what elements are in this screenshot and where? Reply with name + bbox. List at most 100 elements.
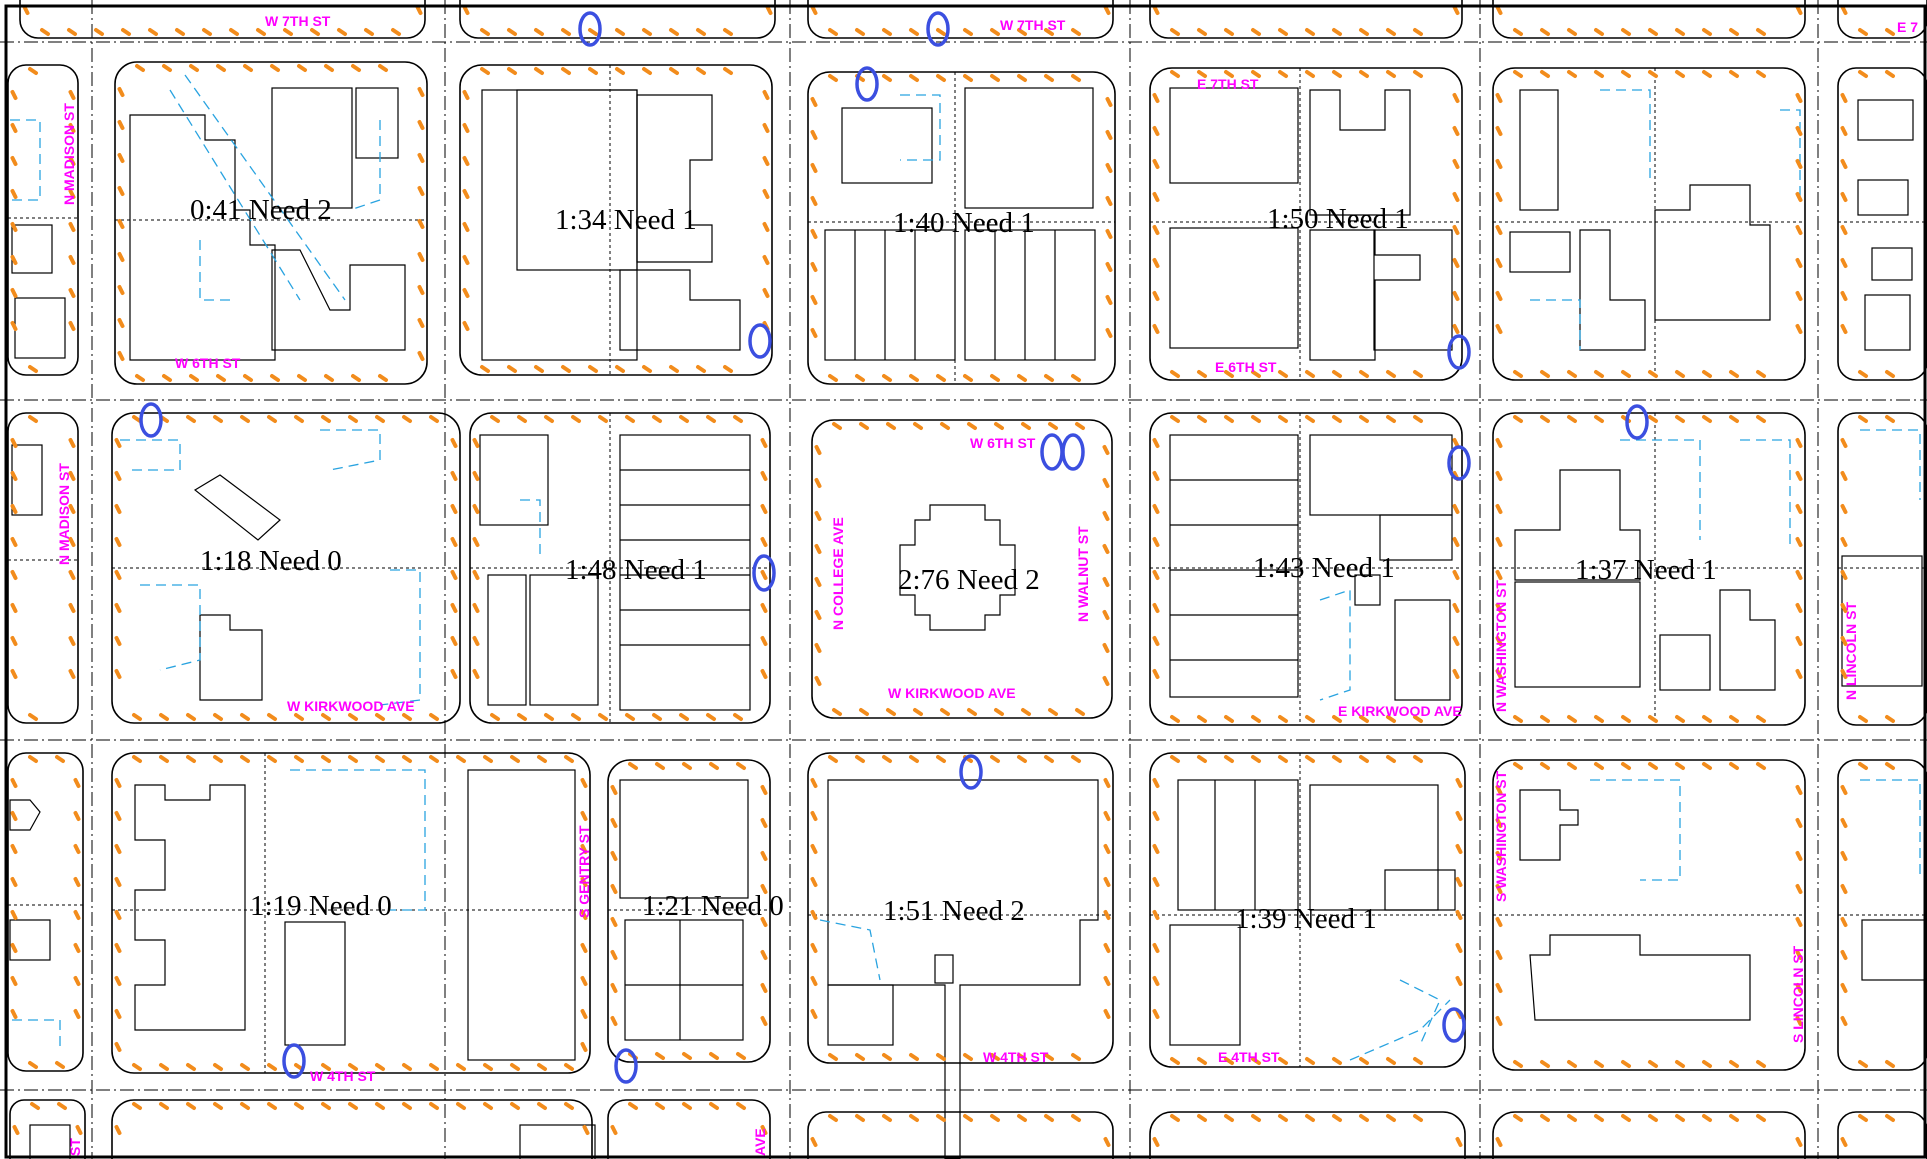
meter-tick	[1756, 715, 1766, 723]
meter-tick	[1795, 884, 1803, 894]
meter-tick	[450, 471, 458, 481]
meter-tick	[483, 755, 493, 763]
street-label: W 4TH ST	[310, 1068, 376, 1084]
meter-tick	[417, 252, 425, 262]
meter-tick	[429, 1063, 439, 1071]
meter-tick	[882, 755, 892, 763]
meter-tick	[1452, 636, 1460, 646]
meter-tick	[483, 1102, 493, 1110]
meter-tick	[1702, 415, 1712, 423]
meter-tick	[472, 603, 480, 613]
meter-tick	[213, 415, 223, 423]
meter-tick	[1452, 159, 1460, 169]
meter-tick	[1170, 715, 1180, 723]
meter-tick	[1858, 1060, 1868, 1068]
meter-tick	[1386, 1057, 1396, 1065]
sidewalks	[10, 74, 1921, 1061]
marker	[578, 11, 602, 47]
meter-tick	[610, 851, 618, 861]
meter-tick	[1152, 778, 1160, 788]
meter-tick	[1858, 1114, 1868, 1122]
meter-tick	[148, 28, 158, 36]
meter-tick	[10, 943, 18, 953]
meter-tick	[1795, 471, 1803, 481]
meter-tick	[682, 1052, 692, 1060]
meter-tick	[1152, 603, 1160, 613]
street-labels: W 7TH ST W 7TH ST E 7TH ST E 7 N MADISON…	[56, 13, 1918, 1156]
meter-tick	[588, 28, 598, 36]
meter-tick	[240, 755, 250, 763]
meter-tick	[1455, 844, 1463, 854]
meter-tick	[760, 950, 768, 960]
meter-tick	[243, 374, 253, 382]
meter-tick	[1885, 715, 1895, 723]
meter-tick	[1152, 636, 1160, 646]
meter-tick	[814, 445, 822, 455]
meter-tick	[886, 708, 896, 716]
meter-tick	[652, 713, 662, 721]
meter-tick	[828, 28, 838, 36]
meter-tick	[810, 262, 818, 272]
meter-tick	[490, 713, 500, 721]
meter-tick	[1540, 415, 1550, 423]
street-label: N LINCOLN ST	[1843, 602, 1859, 700]
meter-tick	[10, 976, 18, 986]
meter-tick	[1452, 537, 1460, 547]
meter-tick	[1305, 28, 1315, 36]
meter-tick	[1495, 884, 1503, 894]
block-label: 1:34 Need 1	[555, 204, 697, 236]
meter-tick	[1840, 1137, 1848, 1147]
meter-tick	[429, 755, 439, 763]
meter-tick	[994, 422, 1004, 430]
meter-tick	[1840, 504, 1848, 514]
meter-tick	[114, 811, 122, 821]
location-markers	[139, 11, 1649, 1084]
meter-tick	[121, 28, 131, 36]
meter-tick	[936, 74, 946, 82]
meter-tick	[1675, 28, 1685, 36]
marker	[1442, 1007, 1466, 1043]
meter-tick	[669, 28, 679, 36]
meter-tick	[1105, 130, 1113, 140]
meter-tick	[462, 255, 470, 265]
meter-tick	[810, 229, 818, 239]
meter-tick	[159, 755, 169, 763]
meter-tick	[114, 844, 122, 854]
meter-tick	[240, 713, 250, 721]
meter-tick	[55, 1061, 65, 1069]
street-label: E 6TH ST	[1215, 359, 1277, 375]
meter-tick	[1170, 70, 1180, 78]
meter-tick	[652, 415, 662, 423]
meter-tick	[1795, 950, 1803, 960]
meter-tick	[267, 1063, 277, 1071]
meter-tick	[1840, 950, 1848, 960]
meter-tick	[402, 713, 412, 721]
meter-tick	[810, 910, 818, 920]
meter-tick	[1103, 877, 1111, 887]
meter-tick	[1075, 422, 1085, 430]
meter-tick	[1152, 471, 1160, 481]
meter-tick	[810, 163, 818, 173]
meter-tick	[1105, 163, 1113, 173]
meter-tick	[10, 90, 18, 100]
meter-tick	[1170, 415, 1180, 423]
meter-tick	[472, 537, 480, 547]
marker	[1447, 445, 1471, 481]
meter-tick	[1513, 415, 1523, 423]
meter-tick	[733, 415, 743, 423]
meter-tick	[642, 28, 652, 36]
meter-tick	[810, 811, 818, 821]
meter-tick	[1702, 1060, 1712, 1068]
meter-tick	[297, 64, 307, 72]
meter-tick	[73, 811, 81, 821]
meter-tick	[828, 1114, 838, 1122]
street-label: AVE	[752, 1128, 768, 1156]
meter-tick	[1702, 1114, 1712, 1122]
meter-tick	[417, 285, 425, 295]
meter-tick	[855, 374, 865, 382]
meter-tick	[1359, 70, 1369, 78]
meter-tick	[186, 713, 196, 721]
meter-tick	[882, 374, 892, 382]
meter-tick	[1858, 370, 1868, 378]
meter-tick	[472, 471, 480, 481]
